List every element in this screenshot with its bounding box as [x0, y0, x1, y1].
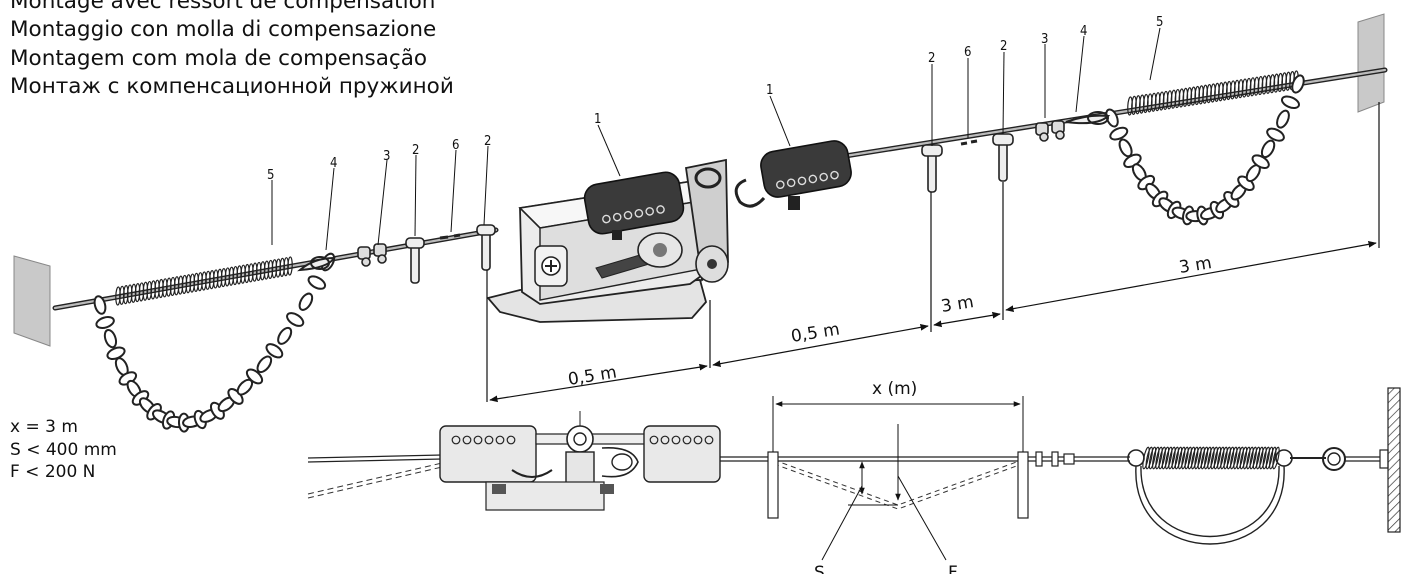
- right-wall-anchor: [1357, 13, 1385, 113]
- specifications: x = 3 m S < 400 mm F < 200 N: [10, 416, 117, 484]
- force-label: F: [948, 563, 958, 574]
- title-french: Montage avec ressort de compensation: [10, 0, 436, 14]
- right-gap-marker: [960, 139, 978, 146]
- spec-span: x = 3 m: [10, 417, 78, 437]
- callout-right-spring: 5: [1156, 15, 1163, 30]
- right-wire-clamp: [1035, 120, 1065, 142]
- dimension-label-3: 3 m: [940, 292, 976, 317]
- callout-left-post-inner: 2: [484, 134, 491, 149]
- callout-grip-right: 1: [766, 83, 773, 98]
- left-wall-anchor: [13, 255, 51, 347]
- right-thimble: [1065, 111, 1111, 125]
- sag-label: S: [814, 563, 825, 574]
- callout-right-post-inner: 2: [928, 51, 935, 66]
- pull-grip-left: [583, 171, 685, 240]
- callout-left-gap: 6: [452, 138, 459, 153]
- dimension-label-1: 0,5 m: [567, 363, 619, 390]
- left-thimble: [297, 256, 336, 272]
- title-block: Montage avec ressort de compensation Mon…: [10, 0, 454, 101]
- callout-grip-left: 1: [594, 112, 601, 127]
- right-safety-chain: [1105, 74, 1305, 226]
- left-tension-spring: [115, 256, 293, 306]
- callout-right-gap: 6: [964, 45, 971, 60]
- detail-view: x (m) S F: [307, 379, 1401, 574]
- dimension-label-4: 3 m: [1178, 253, 1214, 278]
- callout-left-eye: 4: [330, 156, 337, 171]
- left-gap-marker: [439, 233, 461, 240]
- dimension-lines: [486, 102, 1380, 403]
- callout-right-eye: 4: [1080, 24, 1087, 39]
- left-wire-clamp: [357, 243, 387, 267]
- right-support-posts: [921, 133, 1014, 193]
- sag-dashed-line: [773, 459, 1023, 510]
- callout-left-clamp: 3: [383, 149, 390, 164]
- spec-sag: S < 400 mm: [10, 439, 117, 460]
- pull-grip-right: [734, 140, 852, 210]
- title-russian: Монтаж с компенсационной пружиной: [10, 73, 454, 99]
- spec-force: F < 200 N: [10, 462, 96, 482]
- right-tension-spring: [1127, 70, 1299, 116]
- left-safety-chain: [93, 252, 336, 433]
- detail-wall: [1387, 387, 1401, 533]
- left-support-posts: [405, 224, 496, 284]
- callout-left-post-outer: 2: [412, 143, 419, 158]
- callout-left-spring: 5: [267, 168, 274, 183]
- span-label: x (m): [872, 379, 917, 399]
- title-italian: Montaggio con molla di compensazione: [10, 17, 437, 43]
- callout-right-post-outer: 2: [1000, 39, 1007, 54]
- title-portuguese: Montagem com mola de compensação: [10, 45, 428, 71]
- part-callouts: [271, 27, 1161, 251]
- callout-right-clamp: 3: [1041, 32, 1048, 47]
- detail-tension-spring: [1142, 446, 1280, 470]
